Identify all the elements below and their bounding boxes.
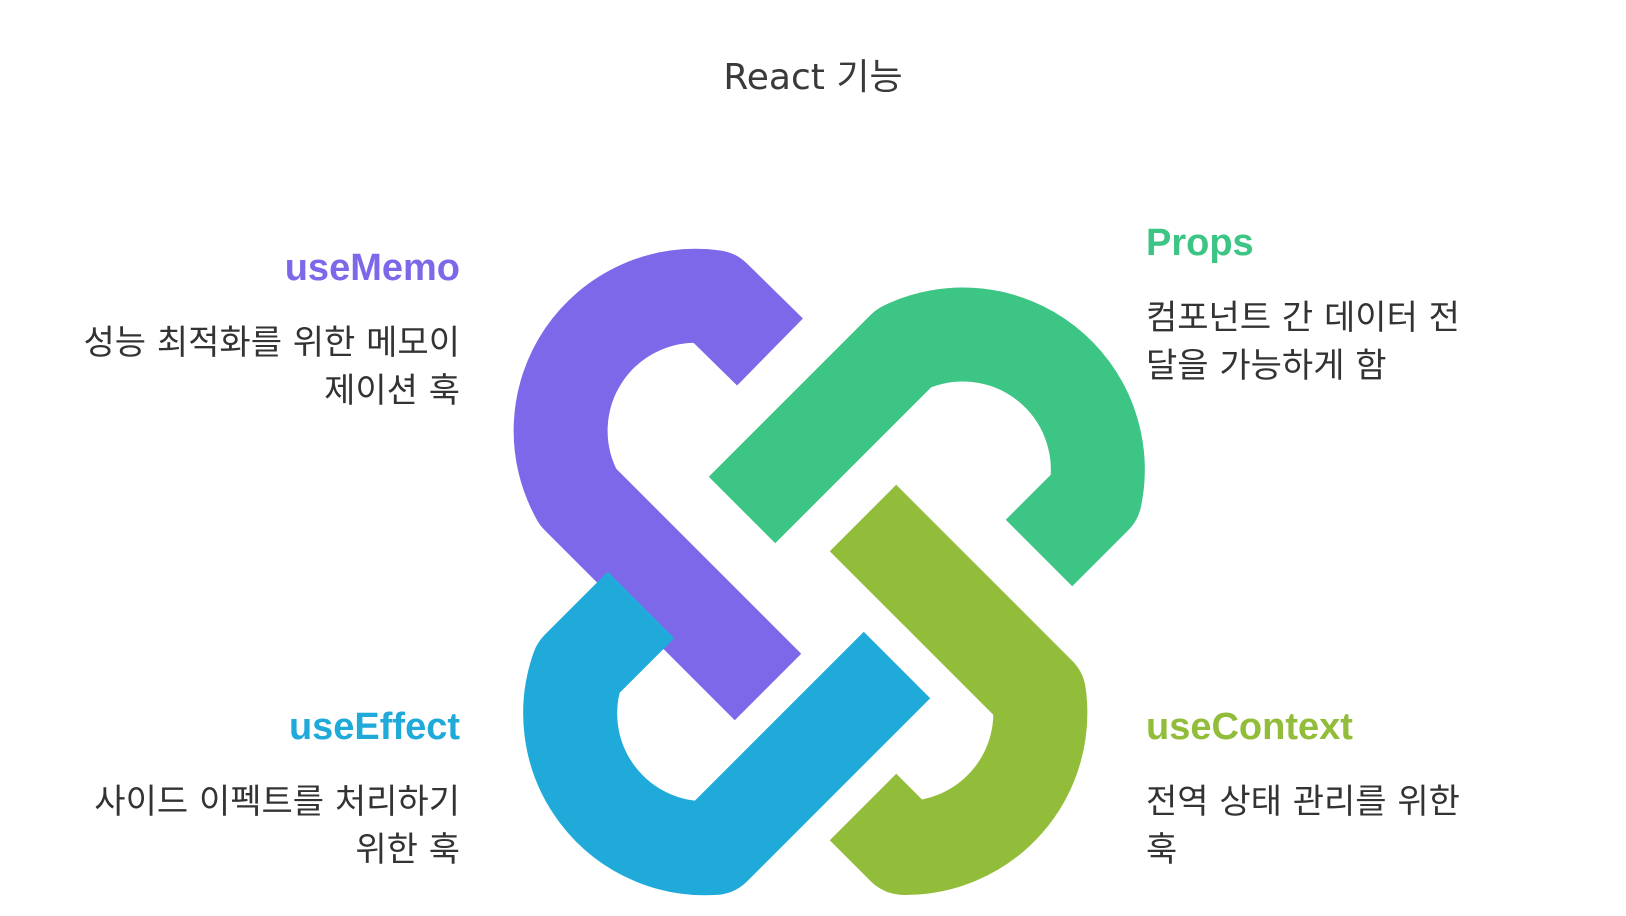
feature-name-usememo: useMemo [284, 247, 460, 289]
feature-name-props: Props [1146, 222, 1254, 264]
feature-props: Props 컴포넌트 간 데이터 전달을 가능하게 함 [1146, 220, 1546, 390]
knot-loop-usememo [513, 248, 803, 721]
feature-description-usememo: 성능 최적화를 위한 메모이제이션 훅 [83, 323, 460, 411]
feature-useeffect: useEffect 사이드 이펙트를 처리하기 위한 훅 [60, 704, 460, 874]
diagram-title: React 기능 [723, 57, 903, 98]
knot-loop-props [708, 287, 1145, 587]
feature-description-usecontext: 전역 상태 관리를 위한 훅 [1146, 782, 1460, 870]
knot-loop-usecontext [829, 484, 1088, 896]
feature-usememo: useMemo 성능 최적화를 위한 메모이제이션 훅 [60, 245, 460, 415]
feature-description-useeffect: 사이드 이펙트를 처리하기 위한 훅 [94, 782, 460, 870]
feature-name-usecontext: useContext [1146, 706, 1353, 748]
knot-loop-useeffect [523, 571, 931, 896]
feature-description-props: 컴포넌트 간 데이터 전달을 가능하게 함 [1146, 298, 1460, 386]
feature-usecontext: useContext 전역 상태 관리를 위한 훅 [1146, 704, 1546, 874]
feature-name-useeffect: useEffect [288, 706, 460, 748]
